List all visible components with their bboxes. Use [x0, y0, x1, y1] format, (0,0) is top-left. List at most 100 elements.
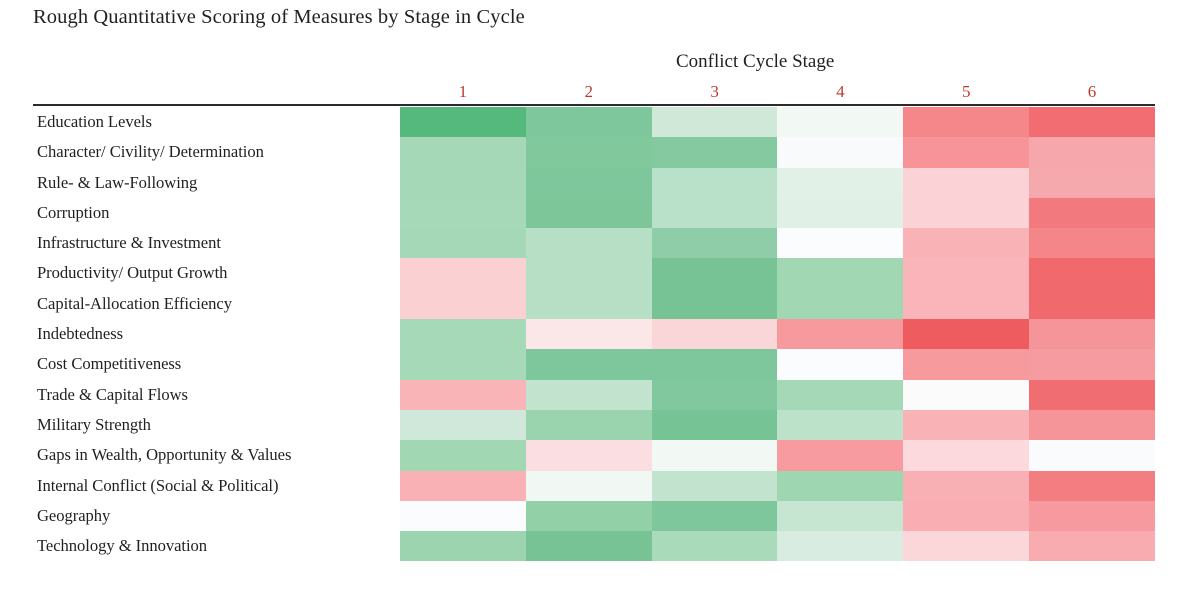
heatmap-row: Education Levels [0, 107, 1182, 138]
heatmap-row: Gaps in Wealth, Opportunity & Values [0, 440, 1182, 471]
heatmap-cell [651, 197, 778, 229]
heatmap-cell [777, 349, 904, 380]
heatmap-cell [651, 500, 778, 532]
heatmap-cell [525, 288, 652, 320]
column-header-2: 2 [584, 82, 593, 101]
heatmap-row-label: Rule- & Law-Following [37, 172, 198, 192]
heatmap-row-label: Military Strength [37, 414, 151, 434]
heatmap-row-cells [400, 137, 1155, 168]
heatmap-cell [1029, 379, 1155, 410]
heatmap-cell [777, 167, 904, 198]
heatmap-cell [1029, 258, 1155, 289]
heatmap-cell [651, 288, 778, 320]
heatmap-cell [525, 319, 652, 350]
heatmap-cell [651, 228, 778, 259]
heatmap-row: Productivity/ Output Growth [0, 258, 1182, 289]
heatmap-cell [903, 319, 1030, 350]
heatmap-cell [525, 228, 652, 259]
heatmap-cell [525, 470, 652, 501]
heatmap-row-label: Geography [37, 505, 111, 525]
heatmap-cell [400, 107, 526, 138]
heatmap-cell [400, 319, 526, 350]
heatmap-cell [903, 409, 1030, 441]
heatmap-cell [777, 107, 904, 138]
heatmap-cell [777, 531, 904, 562]
heatmap-cell [400, 531, 526, 562]
heatmap-cell [903, 470, 1030, 501]
heatmap-cell [651, 409, 778, 441]
heatmap-cell [651, 137, 778, 168]
heatmap-cell [525, 379, 652, 410]
heatmap-cell [525, 531, 652, 562]
heatmap-cell [1029, 349, 1155, 380]
heatmap-row-cells [400, 349, 1155, 380]
heatmap-cell [1029, 167, 1155, 198]
heatmap-cell [525, 167, 652, 198]
heatmap-row-cells [400, 167, 1155, 198]
heatmap-cell [903, 137, 1030, 168]
column-group-title: Conflict Cycle Stage [676, 51, 835, 72]
heatmap-cell [1029, 288, 1155, 320]
heatmap-cell [1029, 470, 1155, 501]
heatmap-cell [903, 107, 1030, 138]
column-header-3: 3 [710, 82, 719, 101]
heatmap-cell [651, 531, 778, 562]
heatmap-cell [400, 500, 526, 532]
heatmap-row: Technology & Innovation [0, 531, 1182, 562]
heatmap-cell [651, 319, 778, 350]
heatmap-cell [651, 349, 778, 380]
heatmap-cell [1029, 228, 1155, 259]
heatmap-row-label: Gaps in Wealth, Opportunity & Values [37, 445, 292, 465]
column-header-4: 4 [836, 82, 845, 101]
heatmap-cell [525, 197, 652, 229]
column-header-6: 6 [1087, 82, 1097, 101]
heatmap-cell [777, 379, 904, 410]
heatmap-cell [903, 531, 1030, 562]
heatmap-row-cells [400, 319, 1155, 350]
heatmap-cell [903, 379, 1030, 410]
heatmap-cell [1029, 500, 1155, 532]
page-title: Rough Quantitative Scoring of Measures b… [33, 6, 525, 28]
heatmap-row: Geography [0, 500, 1182, 532]
heatmap-row: Capital-Allocation Efficiency [0, 288, 1182, 320]
heatmap-cell [400, 349, 526, 380]
heatmap-cell [777, 470, 904, 501]
heatmap-cell [1029, 440, 1155, 471]
heatmap-cell [651, 470, 778, 501]
heatmap-cell [525, 107, 652, 138]
heatmap-cell [777, 137, 904, 168]
heatmap-cell [400, 167, 526, 198]
heatmap-cell [777, 288, 904, 320]
heatmap-cell [1029, 107, 1155, 138]
heatmap-cell [903, 228, 1030, 259]
heatmap-cell [400, 258, 526, 289]
heatmap-row-cells [400, 409, 1155, 441]
heatmap-row-label: Internal Conflict (Social & Political) [37, 475, 279, 495]
heatmap-cell [525, 349, 652, 380]
heatmap-row: Character/ Civility/ Determination [0, 137, 1182, 168]
heatmap-row-label: Productivity/ Output Growth [37, 263, 228, 283]
heatmap-cell [777, 500, 904, 532]
column-header-1: 1 [458, 82, 468, 101]
heatmap-cell [903, 258, 1030, 289]
heatmap-cell [400, 137, 526, 168]
heatmap-row: Corruption [0, 197, 1182, 229]
heatmap-cell [777, 258, 904, 289]
heatmap-cell [651, 258, 778, 289]
heatmap-row-cells [400, 197, 1155, 229]
heatmap-row: Internal Conflict (Social & Political) [0, 470, 1182, 501]
heatmap-row-label: Education Levels [37, 112, 152, 131]
heatmap-row: Trade & Capital Flows [0, 379, 1182, 410]
heatmap-cell [777, 440, 904, 471]
heatmap-cell [777, 228, 904, 259]
heatmap-row-label: Trade & Capital Flows [37, 384, 188, 404]
heatmap-cell [1029, 531, 1155, 562]
heatmap-row-cells [400, 500, 1155, 532]
heatmap-row: Rule- & Law-Following [0, 167, 1182, 198]
heatmap-row-cells [400, 531, 1155, 562]
heatmap-row-cells [400, 379, 1155, 410]
heatmap-cell [400, 288, 526, 320]
heatmap-row: Cost Competitiveness [0, 349, 1182, 380]
heatmap-cell [400, 440, 526, 471]
